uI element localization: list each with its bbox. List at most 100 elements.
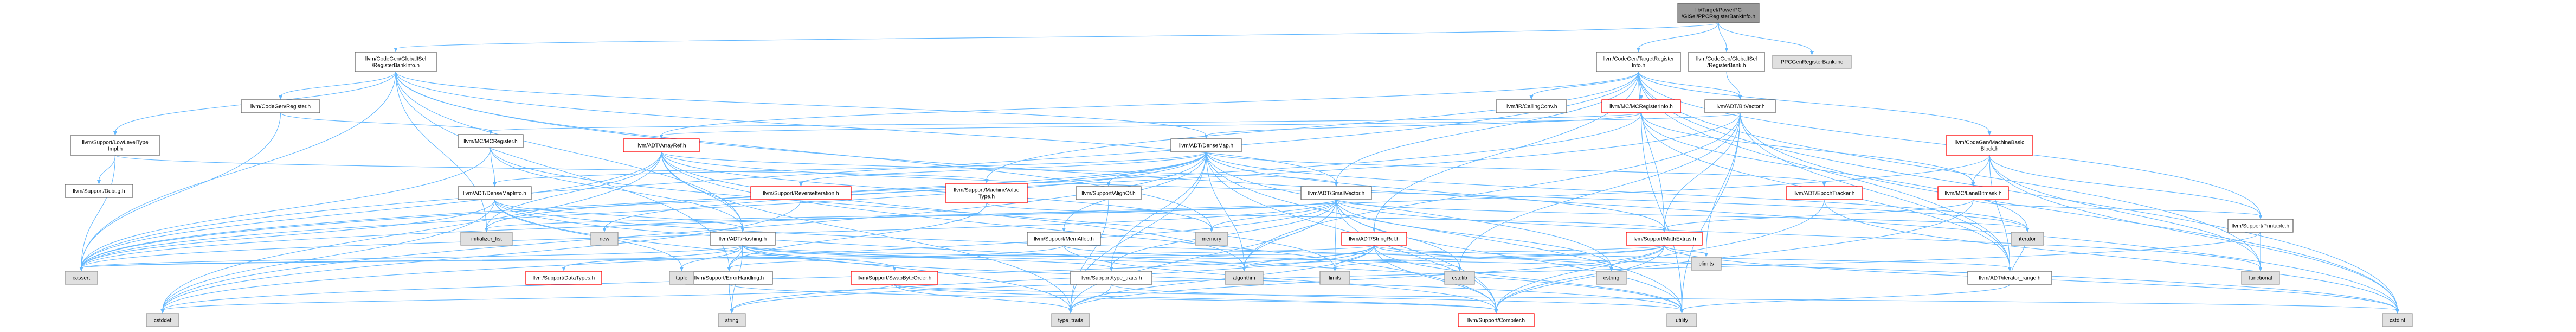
node-box[interactable] [710, 232, 776, 246]
node-box[interactable] [1601, 99, 1681, 113]
node-box[interactable] [1937, 186, 2009, 200]
node-climits[interactable]: climits [1691, 257, 1722, 271]
node-gisel_rbi[interactable]: llvm/CodeGen/GlobalISel/RegisterBankInfo… [355, 52, 437, 72]
node-reverseiter[interactable]: llvm/Support/ReverseIteration.h [750, 186, 852, 200]
node-box[interactable] [1677, 3, 1760, 23]
node-string[interactable]: string [718, 313, 746, 327]
node-initializer_list[interactable]: initializer_list [460, 232, 513, 246]
node-box[interactable] [1496, 99, 1567, 113]
node-debug[interactable]: llvm/Support/Debug.h [65, 184, 133, 198]
node-box[interactable] [851, 271, 938, 285]
node-densemapinfo[interactable]: llvm/ADT/DenseMapInfo.h [458, 186, 532, 200]
node-box[interactable] [1319, 271, 1350, 285]
node-algorithm[interactable]: algorithm [1225, 271, 1264, 285]
node-box[interactable] [590, 232, 619, 246]
node-iterator_range[interactable]: llvm/ADT/iterator_range.h [1967, 271, 2052, 285]
node-box[interactable] [2382, 313, 2413, 327]
node-box[interactable] [1772, 55, 1852, 69]
node-cstddef[interactable]: cstddef [146, 313, 179, 327]
node-cstring[interactable]: cstring [1596, 271, 1627, 285]
node-box[interactable] [525, 271, 602, 285]
node-box[interactable] [1666, 313, 1697, 327]
node-mc_register[interactable]: llvm/MC/MCRegister.h [458, 134, 524, 148]
node-arrayref[interactable]: llvm/ADT/ArrayRef.h [623, 138, 700, 152]
node-limits[interactable]: limits [1319, 271, 1350, 285]
node-swapbyteorder[interactable]: llvm/Support/SwapByteOrder.h [851, 271, 938, 285]
node-box[interactable] [750, 186, 852, 200]
node-box[interactable] [1786, 186, 1863, 200]
node-box[interactable] [1076, 186, 1142, 200]
node-box[interactable] [669, 271, 694, 285]
node-datatypes[interactable]: llvm/Support/DataTypes.h [525, 271, 602, 285]
node-box[interactable] [70, 135, 160, 156]
node-box[interactable] [2227, 219, 2294, 233]
node-box[interactable] [1626, 232, 1703, 246]
node-box[interactable] [1051, 313, 1090, 327]
node-box[interactable] [1596, 52, 1681, 72]
node-box[interactable] [1170, 138, 1242, 152]
node-cstdlib[interactable]: cstdlib [1444, 271, 1475, 285]
node-box[interactable] [146, 313, 179, 327]
node-box[interactable] [65, 271, 98, 285]
node-lanebitmask[interactable]: llvm/MC/LaneBitmask.h [1937, 186, 2009, 200]
node-box[interactable] [1341, 232, 1407, 246]
node-box[interactable] [1691, 257, 1722, 271]
node-box[interactable] [685, 271, 773, 285]
node-typetraits[interactable]: llvm/Support/type_traits.h [1070, 271, 1152, 285]
node-densemap[interactable]: llvm/ADT/DenseMap.h [1170, 138, 1242, 152]
node-box[interactable] [1225, 271, 1264, 285]
node-box[interactable] [458, 186, 532, 200]
node-box[interactable] [623, 138, 700, 152]
node-box[interactable] [1704, 99, 1776, 113]
node-box[interactable] [2241, 271, 2280, 285]
node-box[interactable] [460, 232, 513, 246]
node-box[interactable] [1070, 271, 1152, 285]
node-box[interactable] [1027, 232, 1101, 246]
node-box[interactable] [355, 52, 437, 72]
node-box[interactable] [241, 99, 320, 113]
node-epochtracker[interactable]: llvm/ADT/EpochTracker.h [1786, 186, 1863, 200]
node-bitvector[interactable]: llvm/ADT/BitVector.h [1704, 99, 1776, 113]
node-utility[interactable]: utility [1666, 313, 1697, 327]
node-box[interactable] [1195, 232, 1228, 246]
node-cg_register[interactable]: llvm/CodeGen/Register.h [241, 99, 320, 113]
node-printable[interactable]: llvm/Support/Printable.h [2227, 219, 2294, 233]
node-box[interactable] [1444, 271, 1475, 285]
node-compiler[interactable]: llvm/Support/Compiler.h [1458, 313, 1535, 327]
node-callingconv[interactable]: llvm/IR/CallingConv.h [1496, 99, 1567, 113]
node-box[interactable] [1946, 135, 2033, 156]
node-cstdint[interactable]: cstdint [2382, 313, 2413, 327]
node-alignof[interactable]: llvm/Support/AlignOf.h [1076, 186, 1142, 200]
node-hashing[interactable]: llvm/ADT/Hashing.h [710, 232, 776, 246]
node-box[interactable] [718, 313, 746, 327]
node-box[interactable] [1967, 271, 2052, 285]
node-functional[interactable]: functional [2241, 271, 2280, 285]
node-box[interactable] [458, 134, 524, 148]
node-tuple[interactable]: tuple [669, 271, 694, 285]
node-stringref[interactable]: llvm/ADT/StringRef.h [1341, 232, 1407, 246]
node-root[interactable]: lib/Target/PowerPC/GISel/PPCRegisterBank… [1677, 3, 1760, 23]
node-box[interactable] [1458, 313, 1535, 327]
node-box[interactable] [1688, 52, 1765, 72]
node-smallvector[interactable]: llvm/ADT/SmallVector.h [1300, 186, 1372, 200]
node-errorhandling[interactable]: llvm/Support/ErrorHandling.h [685, 271, 773, 285]
node-memalloc[interactable]: llvm/Support/MemAlloc.h [1027, 232, 1101, 246]
node-new[interactable]: new [590, 232, 619, 246]
node-box[interactable] [945, 183, 1028, 203]
node-cassert[interactable]: cassert [65, 271, 98, 285]
node-box[interactable] [1300, 186, 1372, 200]
node-gisel_rb[interactable]: llvm/CodeGen/GlobalISel/RegisterBank.h [1688, 52, 1765, 72]
node-box[interactable] [65, 184, 133, 198]
node-type_traits[interactable]: type_traits [1051, 313, 1090, 327]
node-ppc_rb_inc[interactable]: PPCGenRegisterBank.inc [1772, 55, 1852, 69]
node-iterator[interactable]: iterator [2011, 232, 2044, 246]
node-mathextras[interactable]: llvm/Support/MathExtras.h [1626, 232, 1703, 246]
node-box[interactable] [2011, 232, 2044, 246]
node-box[interactable] [1596, 271, 1627, 285]
node-mc_reginfo[interactable]: llvm/MC/MCRegisterInfo.h [1601, 99, 1681, 113]
node-memory[interactable]: memory [1195, 232, 1228, 246]
